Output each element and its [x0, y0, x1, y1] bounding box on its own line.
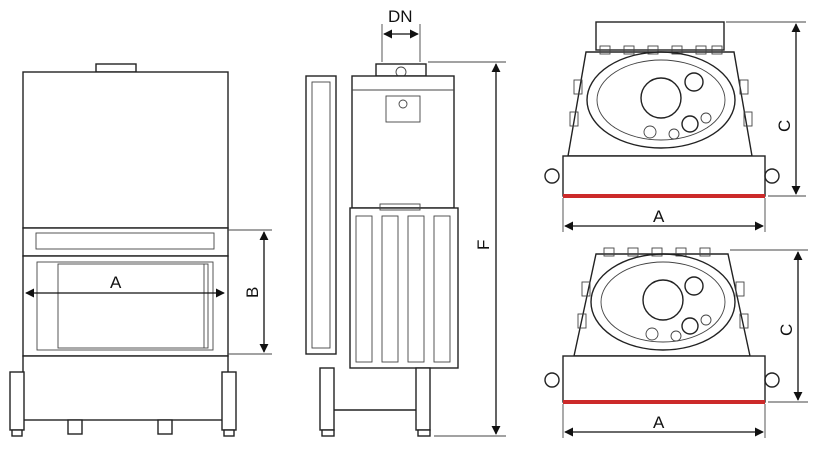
top-plan-view-lower: [544, 247, 808, 438]
dimension-c-bottom-label: C: [777, 324, 796, 336]
dimension-c-top-label: C: [775, 120, 794, 132]
dimension-dn-label: DN: [388, 7, 413, 26]
dimension-b-label: B: [243, 287, 262, 298]
dimension-f-label: F: [474, 240, 493, 250]
top-plan-view-upper: [544, 21, 806, 232]
front-view: [9, 63, 272, 437]
dimension-a-front-label: A: [110, 273, 122, 292]
dimension-a-bottom-label: A: [653, 413, 665, 432]
dimension-a-top-label: A: [653, 207, 665, 226]
side-view: [305, 24, 506, 437]
